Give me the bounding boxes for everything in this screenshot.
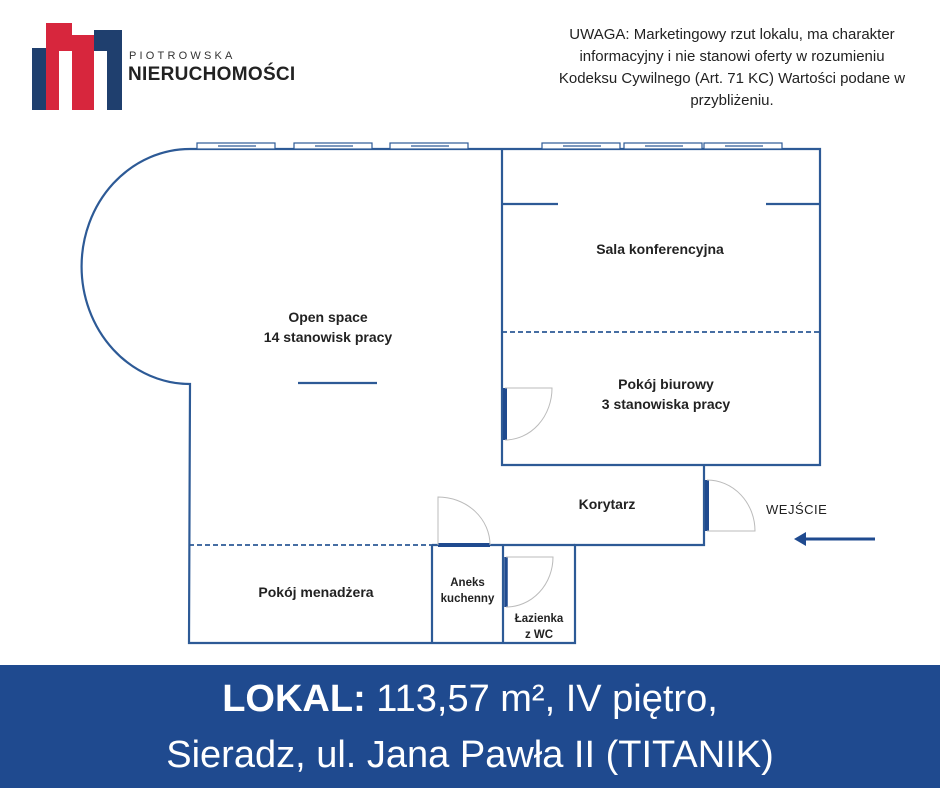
footer-address: Sieradz, ul. Jana Pawła II (TITANIK) (166, 734, 774, 776)
room-office: Pokój biurowy 3 stanowiska pracy (566, 374, 766, 414)
brand-name-top: PIOTROWSKA (129, 50, 236, 62)
room-detail: kuchenny (440, 593, 495, 605)
room-name: Aneks (450, 577, 485, 589)
room-detail: 3 stanowiska pracy (601, 396, 731, 412)
floor-plan (80, 142, 875, 645)
room-open-space: Open space 14 stanowisk pracy (228, 307, 428, 347)
room-name: Open space (288, 309, 368, 325)
entrance-label: WEJŚCIE (766, 502, 828, 517)
room-detail: z WC (524, 629, 554, 641)
windows (196, 142, 783, 150)
open-partitions (189, 331, 820, 546)
room-name: Pokój biurowy (618, 376, 714, 392)
room-manager: Pokój menadżera (258, 584, 374, 600)
brand-name-main: NIERUCHOMOŚCI (128, 64, 296, 85)
company-logo (32, 23, 122, 110)
room-bathroom: Łazienka z WC (503, 611, 575, 643)
footer-banner: LOKAL: 113,57 m², IV piętro, Sieradz, ul… (0, 665, 940, 788)
disclaimer-text: UWAGA: Marketingowy rzut lokalu, ma char… (558, 26, 906, 109)
room-detail: 14 stanowisk pracy (263, 329, 393, 345)
footer-label: LOKAL: (222, 678, 366, 720)
entrance-arrow (794, 532, 875, 546)
room-corridor: Korytarz (578, 496, 636, 512)
room-kitchen: Aneks kuchenny (432, 575, 503, 607)
footer-area-floor: 113,57 m², IV piętro, (365, 678, 718, 720)
room-name: Łazienka (514, 613, 564, 625)
footer-line-1: LOKAL: 113,57 m², IV piętro, (0, 673, 940, 725)
doors (437, 387, 756, 608)
room-conference: Sala konferencyjna (596, 241, 724, 257)
